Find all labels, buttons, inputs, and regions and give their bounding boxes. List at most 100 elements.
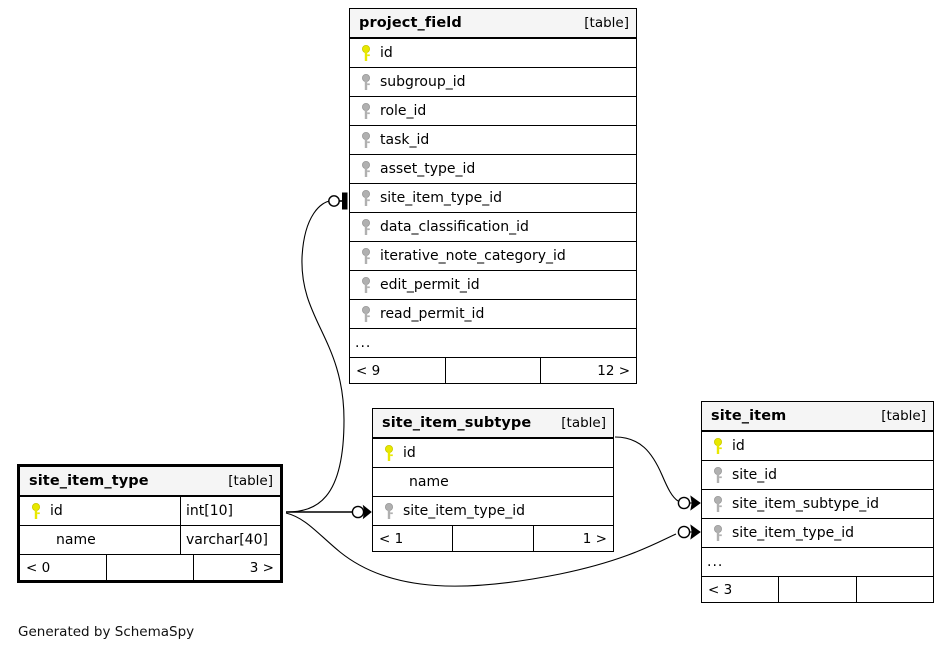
column-datatype: varchar[40]	[180, 526, 280, 554]
table-node-site-item[interactable]: site_item [table] id	[701, 401, 934, 603]
column-label: edit_permit_id	[380, 277, 480, 293]
foreign-key-icon	[356, 218, 376, 236]
footer-parents-count[interactable]: < 3	[708, 581, 733, 598]
column-main: id	[20, 497, 180, 525]
column-row-name[interactable]: name	[373, 467, 613, 496]
column-label: id	[403, 445, 416, 461]
column-row-iterative-note-category-id[interactable]: iterative_note_category_id	[350, 241, 636, 270]
column-row-site-item-subtype-id[interactable]: site_item_subtype_id	[702, 489, 933, 518]
edge-site-item-type-to-project-field	[285, 192, 348, 513]
foreign-key-icon	[356, 73, 376, 91]
column-row-id[interactable]: id int[10]	[20, 496, 280, 525]
primary-key-icon	[26, 502, 46, 520]
table-type-tag: [table]	[881, 408, 926, 424]
foreign-key-icon	[708, 524, 728, 542]
column-row-id[interactable]: id	[373, 438, 613, 467]
table-footer-project-field: < 9 12 >	[350, 357, 636, 383]
primary-key-icon	[379, 444, 399, 462]
column-row-site-item-type-id[interactable]: site_item_type_id	[373, 496, 613, 525]
footer-children-count[interactable]: 3 >	[193, 555, 280, 580]
primary-key-icon	[356, 44, 376, 62]
column-row-site-id[interactable]: site_id	[702, 460, 933, 489]
table-title: site_item_subtype	[382, 415, 532, 431]
column-label: name	[56, 532, 96, 548]
footer-parents-count[interactable]: < 0	[26, 559, 51, 576]
footer-children-count[interactable]	[855, 577, 933, 602]
column-label: site_item_type_id	[380, 190, 502, 206]
table-title: site_item_type	[29, 473, 149, 489]
footer-children-count[interactable]: 12 >	[540, 358, 636, 383]
column-label: site_item_type_id	[403, 503, 525, 519]
more-columns-label: ...	[707, 554, 724, 570]
more-columns-row: ...	[350, 328, 636, 357]
column-main: name	[20, 526, 180, 554]
column-label: iterative_note_category_id	[380, 248, 566, 264]
column-row-asset-type-id[interactable]: asset_type_id	[350, 154, 636, 183]
column-label: subgroup_id	[380, 74, 466, 90]
table-type-tag: [table]	[561, 415, 606, 431]
column-main: iterative_note_category_id	[350, 242, 636, 270]
table-node-site-item-subtype[interactable]: site_item_subtype [table] id name	[372, 408, 614, 552]
foreign-key-icon	[356, 276, 376, 294]
column-label: id	[732, 438, 745, 454]
table-type-tag: [table]	[584, 15, 629, 31]
column-label: data_classification_id	[380, 219, 529, 235]
column-row-subgroup-id[interactable]: subgroup_id	[350, 67, 636, 96]
table-footer-site-item: < 3	[702, 576, 933, 602]
footer-middle	[106, 555, 193, 580]
column-main: site_item_type_id	[350, 184, 636, 212]
column-main: subgroup_id	[350, 68, 636, 96]
foreign-key-icon	[356, 189, 376, 207]
column-row-name[interactable]: name varchar[40]	[20, 525, 280, 554]
column-row-read-permit-id[interactable]: read_permit_id	[350, 299, 636, 328]
column-main: read_permit_id	[350, 300, 636, 328]
footer-children-count[interactable]: 1 >	[532, 526, 613, 551]
column-row-task-id[interactable]: task_id	[350, 125, 636, 154]
column-row-site-item-type-id[interactable]: site_item_type_id	[350, 183, 636, 212]
no-key-placeholder	[379, 473, 399, 491]
foreign-key-icon	[356, 131, 376, 149]
footer-middle	[778, 577, 855, 602]
foreign-key-icon	[356, 305, 376, 323]
column-datatype: int[10]	[180, 497, 280, 525]
table-footer-site-item-subtype: < 1 1 >	[373, 525, 613, 551]
column-main: site_item_type_id	[702, 519, 933, 547]
column-main: site_item_subtype_id	[702, 490, 933, 518]
edge-site-item-type-to-site-item-subtype	[286, 504, 372, 520]
foreign-key-icon	[708, 495, 728, 513]
column-main: name	[373, 468, 613, 496]
table-footer-site-item-type: < 0 3 >	[20, 554, 280, 580]
column-main: edit_permit_id	[350, 271, 636, 299]
column-label: task_id	[380, 132, 430, 148]
column-main: role_id	[350, 97, 636, 125]
table-header-project-field: project_field [table]	[350, 9, 636, 38]
table-header-site-item: site_item [table]	[702, 402, 933, 431]
footer-middle	[452, 526, 532, 551]
table-title: site_item	[711, 408, 787, 424]
column-label: id	[50, 503, 63, 519]
column-row-id[interactable]: id	[702, 431, 933, 460]
column-label: site_id	[732, 467, 778, 483]
footer-parents-count[interactable]: < 1	[379, 530, 404, 547]
foreign-key-icon	[356, 247, 376, 265]
footer-parents-count[interactable]: < 9	[356, 362, 381, 379]
table-node-site-item-type[interactable]: site_item_type [table] id int[10] name	[17, 464, 283, 583]
column-main: data_classification_id	[350, 213, 636, 241]
no-key-placeholder	[26, 531, 46, 549]
more-columns-row: ...	[702, 547, 933, 576]
column-row-data-classification-id[interactable]: data_classification_id	[350, 212, 636, 241]
foreign-key-icon	[356, 102, 376, 120]
column-label: read_permit_id	[380, 306, 485, 322]
table-header-site-item-subtype: site_item_subtype [table]	[373, 409, 613, 438]
column-label: id	[380, 45, 393, 61]
column-row-id[interactable]: id	[350, 38, 636, 67]
column-label: role_id	[380, 103, 427, 119]
primary-key-icon	[708, 437, 728, 455]
column-row-role-id[interactable]: role_id	[350, 96, 636, 125]
table-node-project-field[interactable]: project_field [table] id	[349, 8, 637, 384]
column-row-edit-permit-id[interactable]: edit_permit_id	[350, 270, 636, 299]
column-main: id	[373, 439, 613, 467]
column-label: asset_type_id	[380, 161, 476, 177]
column-row-site-item-type-id[interactable]: site_item_type_id	[702, 518, 933, 547]
